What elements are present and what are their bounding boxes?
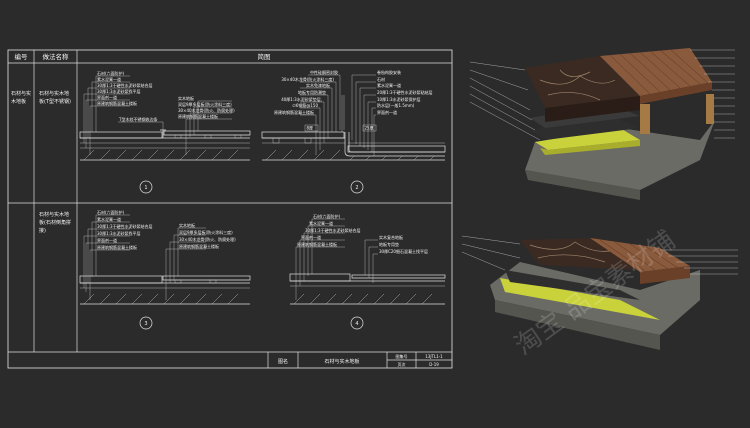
d2-labels-right: 卷毡构胶安装 石材 素水泥膏一道 20厚1:3干硬性水泥砂浆粘结层 10厚1:3…	[377, 69, 433, 115]
svg-text:实木地板: 实木地板	[179, 222, 195, 228]
svg-text:原建筑钢筋混凝土楼板: 原建筑钢筋混凝土楼板	[179, 243, 219, 249]
svg-text:原建筑钢筋混凝土楼板: 原建筑钢筋混凝土楼板	[274, 109, 314, 115]
d2-dim-left: 8厚	[307, 126, 314, 131]
title-block	[267, 352, 452, 368]
row1-method: 石材与实木地 板(T型不锈钢)	[39, 90, 71, 105]
svg-text:3: 3	[144, 321, 147, 327]
detail-3	[79, 214, 251, 305]
svg-text:原建筑钢筋混凝土楼板: 原建筑钢筋混凝土楼板	[297, 241, 337, 247]
d4-labels-left: 石材(六面防护) 素水泥膏一道 30厚1:3干硬性水泥砂浆结合层 界面剂一道 原…	[297, 213, 361, 247]
svg-text:木地板: 木地板	[11, 98, 26, 105]
detail-2-number-circle: 2	[350, 180, 364, 194]
svg-text:40厚1:3水泥砂浆垫层,: 40厚1:3水泥砂浆垫层,	[281, 96, 322, 102]
d1-labels-right: 实木地板 双层9厚多层板(防火涂料三度) 30×40木龙骨(防火、防腐处理) 原…	[178, 95, 235, 119]
render-3d-bottom	[461, 235, 738, 350]
svg-text:30厚1:3水泥砂浆找平层: 30厚1:3水泥砂浆找平层	[97, 88, 141, 94]
svg-text:∅6钢筋@150: ∅6钢筋@150	[292, 102, 318, 108]
svg-text:地板专用防潮垫: 地板专用防潮垫	[298, 89, 326, 95]
render-3d-top	[469, 48, 735, 200]
svg-text:实木地板: 实木地板	[178, 95, 194, 101]
slab-hatch-1	[83, 149, 239, 161]
svg-text:素水泥膏一道: 素水泥膏一道	[309, 220, 333, 226]
svg-text:30厚1:3干硬性水泥砂浆结合层: 30厚1:3干硬性水泥砂浆结合层	[97, 223, 153, 229]
svg-text:界面剂一道: 界面剂一道	[301, 234, 321, 240]
svg-text:防水层(一般1.5mm): 防水层(一般1.5mm)	[377, 102, 415, 108]
svg-text:界面剂一道: 界面剂一道	[377, 109, 397, 115]
svg-text:10厚1:3水泥砂浆保护层: 10厚1:3水泥砂浆保护层	[377, 96, 421, 102]
svg-text:20厚1:3干硬性水泥砂浆粘结层: 20厚1:3干硬性水泥砂浆粘结层	[377, 89, 433, 95]
header-method: 做法名称	[43, 52, 70, 61]
svg-text:石材(六面防护): 石材(六面防护)	[97, 209, 125, 215]
svg-text:界面剂一道: 界面剂一道	[97, 237, 117, 243]
svg-text:石材(六面防护): 石材(六面防护)	[97, 70, 125, 76]
svg-text:素水泥膏一道: 素水泥膏一道	[377, 82, 401, 88]
slab-hatch-3	[83, 293, 239, 305]
svg-text:中性硅酮密封胶: 中性硅酮密封胶	[310, 69, 338, 75]
svg-text:石材与实: 石材与实	[11, 90, 31, 97]
svg-text:石材: 石材	[377, 76, 385, 82]
header-diagram: 简图	[258, 52, 271, 61]
detail-1-number-circle: 1	[139, 180, 153, 194]
d2-labels-left: 中性硅酮密封胶 30×40木龙骨(防火涂料三度) 实木免漆地板 地板专用防潮垫 …	[274, 69, 338, 115]
svg-text:原建筑钢筋混凝土楼板: 原建筑钢筋混凝土楼板	[97, 100, 137, 106]
svg-text:板(T型不锈钢): 板(T型不锈钢)	[39, 98, 71, 105]
svg-text:双层9厚多层板(防火涂料三度): 双层9厚多层板(防火涂料三度)	[178, 101, 232, 107]
set-label: 图集号	[396, 353, 408, 359]
page-value: D-19	[429, 362, 439, 367]
svg-text:4: 4	[355, 321, 358, 327]
detail-1	[79, 75, 251, 161]
detail-3-number-circle: 3	[139, 316, 153, 330]
svg-text:30厚1:3水泥砂浆找平层: 30厚1:3水泥砂浆找平层	[97, 230, 141, 236]
svg-text:1: 1	[144, 185, 147, 191]
svg-text:30厚C20细石混凝土找平层: 30厚C20细石混凝土找平层	[379, 248, 428, 254]
svg-text:30×40木龙骨(防火、防腐处理): 30×40木龙骨(防火、防腐处理)	[179, 236, 236, 242]
slab-hatch-2	[265, 149, 435, 161]
svg-text:30×40木龙骨(防火、防腐处理): 30×40木龙骨(防火、防腐处理)	[178, 107, 235, 113]
title-label: 图名	[278, 358, 288, 365]
header-number: 编号	[15, 52, 29, 61]
svg-text:原建筑钢筋混凝土楼板: 原建筑钢筋混凝土楼板	[97, 244, 137, 250]
svg-text:双层9厚多层板(防火涂料三度): 双层9厚多层板(防火涂料三度)	[179, 229, 233, 235]
d2-dim-right: 25厚	[365, 126, 374, 131]
drawing-name: 石材与实木地板	[324, 358, 359, 365]
svg-text:接): 接)	[39, 227, 46, 234]
row2-method: 石材与实木地 板(石材倒角拼 接)	[39, 211, 71, 234]
svg-text:界面剂一道: 界面剂一道	[97, 94, 117, 100]
svg-text:30×40木龙骨(防火涂料三度): 30×40木龙骨(防火涂料三度)	[281, 76, 334, 82]
slab-hatch-4	[293, 293, 433, 305]
svg-text:地板专用垫: 地板专用垫	[379, 241, 399, 247]
d3-labels-left: 石材(六面防护) 素水泥膏一道 30厚1:3干硬性水泥砂浆结合层 30厚1:3水…	[97, 209, 153, 250]
svg-text:卷毡构胶安装: 卷毡构胶安装	[377, 69, 401, 75]
detail-4-number-circle: 4	[350, 316, 364, 330]
svg-text:实木复合地板: 实木复合地板	[379, 234, 403, 240]
svg-text:石材与实木地: 石材与实木地	[39, 90, 69, 97]
svg-text:板(石材倒角拼: 板(石材倒角拼	[39, 219, 71, 226]
detail-table-frame	[7, 49, 453, 369]
svg-text:素水泥膏一道: 素水泥膏一道	[97, 76, 121, 82]
svg-text:2: 2	[355, 185, 358, 191]
svg-text:石材(六面防护): 石材(六面防护)	[313, 213, 341, 219]
detail-4	[289, 218, 446, 305]
d3-labels-right: 实木地板 双层9厚多层板(防火涂料三度) 30×40木龙骨(防火、防腐处理) 原…	[179, 222, 236, 249]
d1-labels-left: 石材(六面防护) 素水泥膏一道 30厚1:3干硬性水泥砂浆结合层 30厚1:3水…	[97, 70, 153, 106]
set-value: 13JTL1-1	[425, 354, 443, 359]
page-label: 页次	[398, 361, 406, 367]
svg-text:30厚1:3干硬性水泥砂浆结合层: 30厚1:3干硬性水泥砂浆结合层	[97, 82, 153, 88]
svg-text:素水泥膏一道: 素水泥膏一道	[97, 216, 121, 222]
detail-2	[261, 74, 446, 161]
d4-labels-right: 实木复合地板 地板专用垫 30厚C20细石混凝土找平层	[379, 234, 428, 254]
svg-text:30厚1:3干硬性水泥砂浆结合层: 30厚1:3干硬性水泥砂浆结合层	[305, 227, 361, 233]
svg-text:石材与实木地: 石材与实木地	[39, 211, 69, 218]
row1-number: 石材与实 木地板	[11, 90, 31, 105]
svg-text:原建筑钢筋混凝土楼板: 原建筑钢筋混凝土楼板	[178, 113, 218, 119]
d1-label-bottom: T型木纹不锈钢收边条	[118, 116, 157, 122]
svg-text:实木免漆地板: 实木免漆地板	[306, 82, 330, 88]
